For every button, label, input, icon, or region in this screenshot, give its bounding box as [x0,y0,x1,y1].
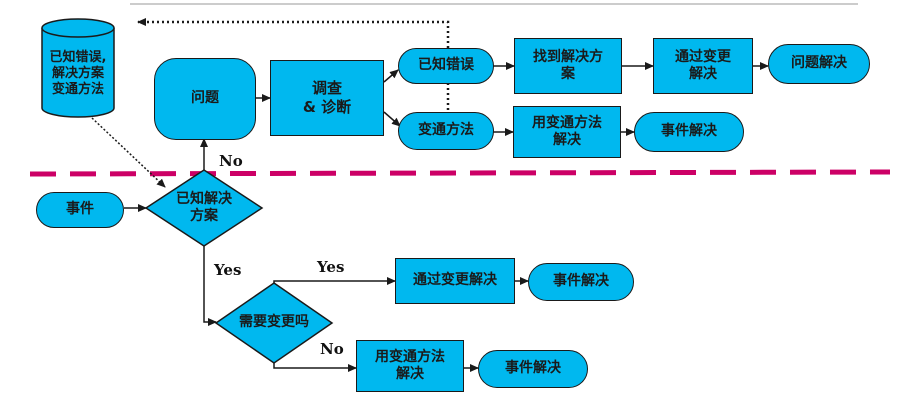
investigate-node: 调查 & 诊断 [270,60,384,136]
change-resolve-top-node: 通过变更 解决 [653,38,753,94]
find-solution-node: 找到解决方 案 [514,38,622,94]
label-no-top: No [219,152,243,170]
arrow-investigate-workaround [383,111,401,127]
label-yes-right: Yes [317,258,345,276]
arrow-db-to-diamond [91,117,166,188]
arrow-diamond-need-change [203,246,217,326]
arrow-no-workaround [273,363,357,372]
problem-node: 问题 [154,58,256,140]
label-yes-left: Yes [214,261,242,279]
database-cylinder [41,18,115,118]
arrow-investigate-known [383,69,399,83]
known-solution-label: 已知解决 方案 [176,190,232,225]
database-label: 已知错误, 解决方案 变通方法 [49,49,107,98]
incident-resolved-top-node: 事件解决 [634,112,744,152]
incident-resolved-mid-node: 事件解决 [528,263,634,301]
separator-line [29,169,891,177]
arrow-yes-change [273,277,396,285]
workaround-node: 变通方法 [398,112,494,150]
arrow-known-error-to-db [137,18,450,48]
need-change-label: 需要变更吗 [239,314,309,331]
change-resolve-bottom-node: 通过变更解决 [395,258,515,304]
label-no-bottom: No [320,340,344,358]
use-workaround-top-node: 用变通方法 解决 [513,106,621,158]
known-error-node: 已知错误 [398,48,494,84]
problem-resolved-node: 问题解决 [768,44,870,84]
use-workaround-bottom-node: 用变通方法 解决 [356,340,464,392]
incident-resolved-bottom-node: 事件解决 [478,350,588,388]
incident-node: 事件 [36,192,124,228]
